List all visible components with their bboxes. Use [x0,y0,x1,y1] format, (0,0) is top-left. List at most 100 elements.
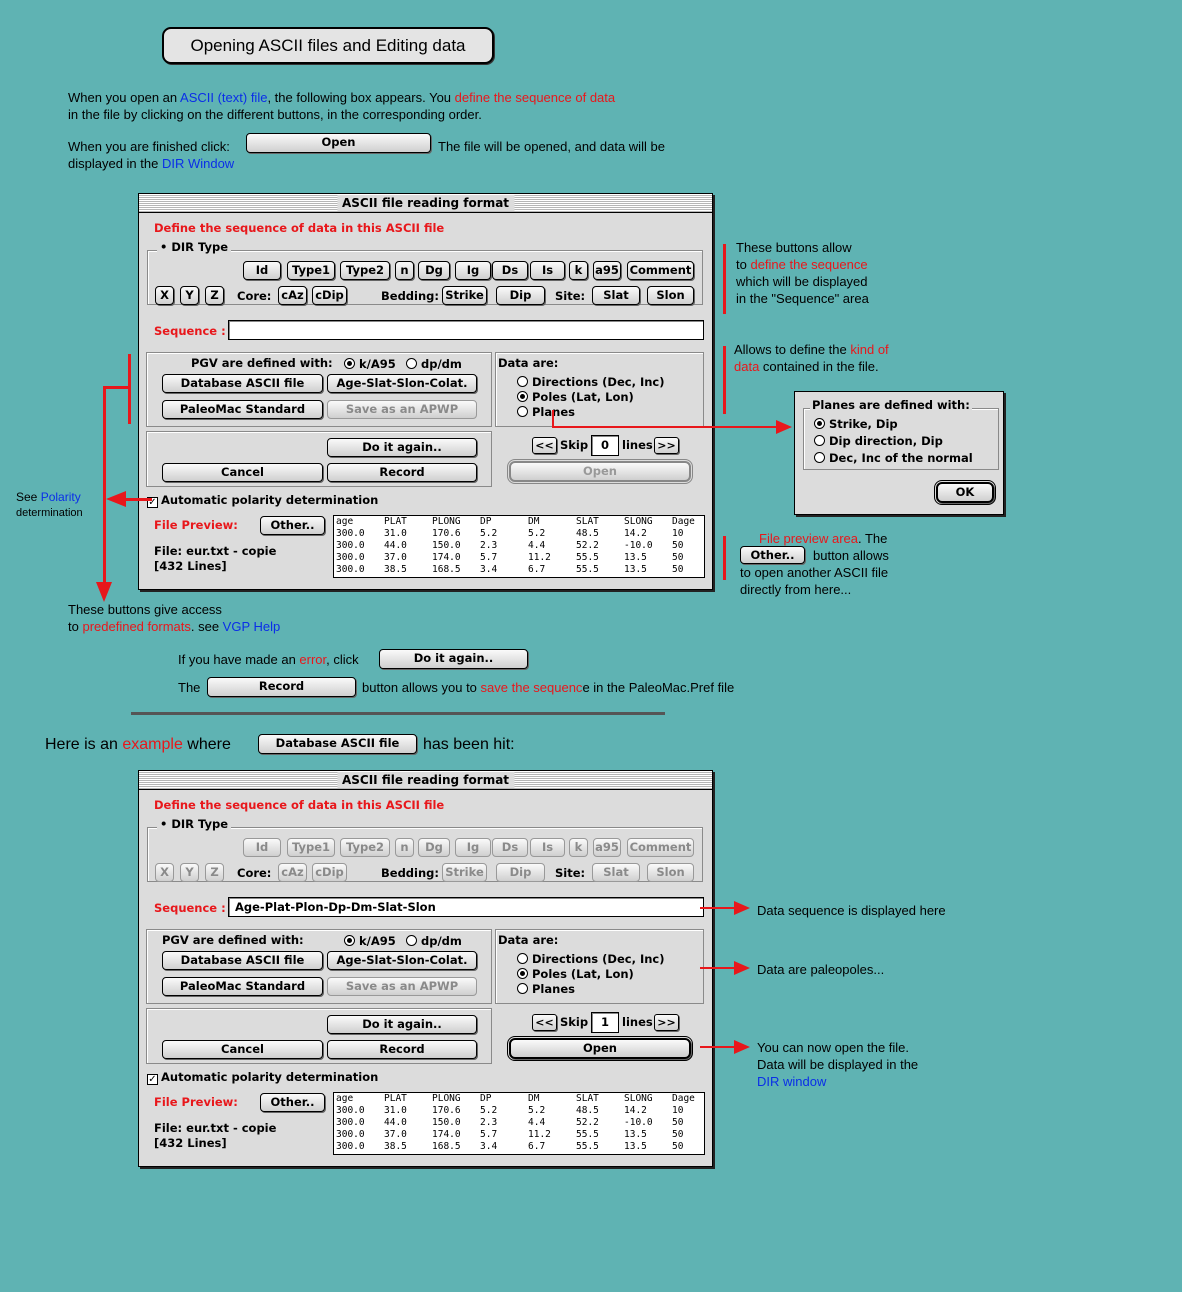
record-button[interactable]: Record [327,463,477,482]
type-button-k[interactable]: k [569,261,588,280]
type-button-is[interactable]: Is [530,838,565,857]
bedding-strike-button[interactable]: Strike [442,863,487,882]
dialog-open-button[interactable]: Open [507,459,693,484]
type-button-type1[interactable]: Type1 [287,838,335,857]
y-button[interactable]: Y [180,863,199,882]
type-button-id[interactable]: Id [243,261,281,280]
x-button[interactable]: X [155,286,174,305]
data-are-label: Data are: [498,356,559,370]
dialog-titlebar[interactable]: ASCII file reading format [139,771,712,790]
ascii-file-link[interactable]: ASCII (text) file [180,90,268,105]
cancel-button[interactable]: Cancel [162,1040,323,1059]
polarity-checkbox[interactable]: ✓Automatic polarity determination [147,493,379,508]
save-apwp-button[interactable]: Save as an APWP [327,400,477,419]
planes-ok-button[interactable]: OK [934,480,996,505]
z-button[interactable]: Z [205,286,224,305]
sequence-field[interactable] [228,320,704,340]
sequence-value: Age-Plat-Plon-Dp-Dm-Slat-Slon [235,900,436,914]
note-other-button[interactable]: Other.. [740,546,805,564]
other-button[interactable]: Other.. [260,1093,325,1112]
pgv-dpdm-radio[interactable]: dp/dm [406,357,462,371]
type-button-id[interactable]: Id [243,838,281,857]
age-slat-slon-button[interactable]: Age-Slat-Slon-Colat. [327,951,477,970]
data-poles-radio[interactable]: Poles (Lat, Lon) [517,967,634,981]
type-button-type1[interactable]: Type1 [287,261,335,280]
paleomac-standard-button[interactable]: PaleoMac Standard [162,400,323,419]
y-button[interactable]: Y [180,286,199,305]
x-button[interactable]: X [155,863,174,882]
note-formats-1: These buttons give access [68,602,222,617]
checkmark-icon: ✓ [147,497,158,508]
type-button-ig[interactable]: Ig [455,261,491,280]
pgv-ka95-radio[interactable]: k/A95 [344,357,396,371]
type-button-comment[interactable]: Comment [627,838,694,857]
skip-field[interactable]: 1 [591,1012,619,1033]
vgp-help-link[interactable]: VGP Help [222,619,281,634]
other-button[interactable]: Other.. [260,516,325,535]
type-button-dg[interactable]: Dg [418,838,450,857]
site-slon-button[interactable]: Slon [647,286,694,305]
data-planes-radio[interactable]: Planes [517,982,575,996]
skip-field[interactable]: 0 [591,435,619,456]
do-it-again-button[interactable]: Do it again.. [327,1015,477,1034]
planes-dipdir-radio[interactable]: Dip direction, Dip [814,434,943,448]
type-button-type2[interactable]: Type2 [340,261,390,280]
note-record-button[interactable]: Record [207,677,356,697]
z-button[interactable]: Z [205,863,224,882]
core-caz-button[interactable]: cAz [278,863,307,882]
pgv-ka95-radio[interactable]: k/A95 [344,934,396,948]
type-button-n[interactable]: n [395,838,414,857]
site-slon-button[interactable]: Slon [647,863,694,882]
site-slat-button[interactable]: Slat [592,863,640,882]
core-cdip-button[interactable]: cDip [312,286,347,305]
type-button-comment[interactable]: Comment [627,261,694,280]
dir-window-link-2[interactable]: DIR window [757,1074,827,1089]
skip-next-button[interactable]: >> [654,437,679,454]
dialog-titlebar[interactable]: ASCII file reading format [139,194,712,213]
bedding-dip-button[interactable]: Dip [496,286,545,305]
dir-window-link[interactable]: DIR Window [161,156,235,171]
dialog-open-button[interactable]: Open [507,1036,693,1061]
sequence-field[interactable]: Age-Plat-Plon-Dp-Dm-Slat-Slon [228,897,704,917]
core-caz-button[interactable]: cAz [278,286,307,305]
type-button-dg[interactable]: Dg [418,261,450,280]
bedding-dip-button[interactable]: Dip [496,863,545,882]
data-directions-radio[interactable]: Directions (Dec, Inc) [517,375,664,389]
polarity-checkbox[interactable]: ✓Automatic polarity determination [147,1070,379,1085]
do-it-again-button[interactable]: Do it again.. [327,438,477,457]
skip-prev-button[interactable]: << [532,437,557,454]
database-ascii-button[interactable]: Database ASCII file [162,951,323,970]
data-poles-radio[interactable]: Poles (Lat, Lon) [517,390,634,404]
example-database-button[interactable]: Database ASCII file [258,734,417,754]
type-button-a95[interactable]: a95 [593,838,621,857]
record-button[interactable]: Record [327,1040,477,1059]
type-button-is[interactable]: Is [530,261,565,280]
type-button-a95[interactable]: a95 [593,261,621,280]
planes-decinc-radio[interactable]: Dec, Inc of the normal [814,451,973,465]
paleomac-standard-button[interactable]: PaleoMac Standard [162,977,323,996]
type-button-n[interactable]: n [395,261,414,280]
intro-open-button[interactable]: Open [246,133,431,153]
polarity-link[interactable]: Polarity [40,490,81,504]
database-ascii-button[interactable]: Database ASCII file [162,374,323,393]
note-do-again-button[interactable]: Do it again.. [379,649,528,669]
age-slat-slon-button[interactable]: Age-Slat-Slon-Colat. [327,374,477,393]
skip-next-button[interactable]: >> [654,1014,679,1031]
cancel-button[interactable]: Cancel [162,463,323,482]
type-button-ig[interactable]: Ig [455,838,491,857]
type-button-type2[interactable]: Type2 [340,838,390,857]
core-cdip-button[interactable]: cDip [312,863,347,882]
type-button-k[interactable]: k [569,838,588,857]
type-button-ds[interactable]: Ds [492,261,528,280]
pgv-dpdm-radio[interactable]: dp/dm [406,934,462,948]
skip-prev-button[interactable]: << [532,1014,557,1031]
data-planes-radio[interactable]: Planes [517,405,575,419]
type-button-ds[interactable]: Ds [492,838,528,857]
save-apwp-button[interactable]: Save as an APWP [327,977,477,996]
bedding-strike-button[interactable]: Strike [442,286,487,305]
data-directions-radio[interactable]: Directions (Dec, Inc) [517,952,664,966]
site-slat-button[interactable]: Slat [592,286,640,305]
planes-strike-radio[interactable]: Strike, Dip [814,417,898,431]
